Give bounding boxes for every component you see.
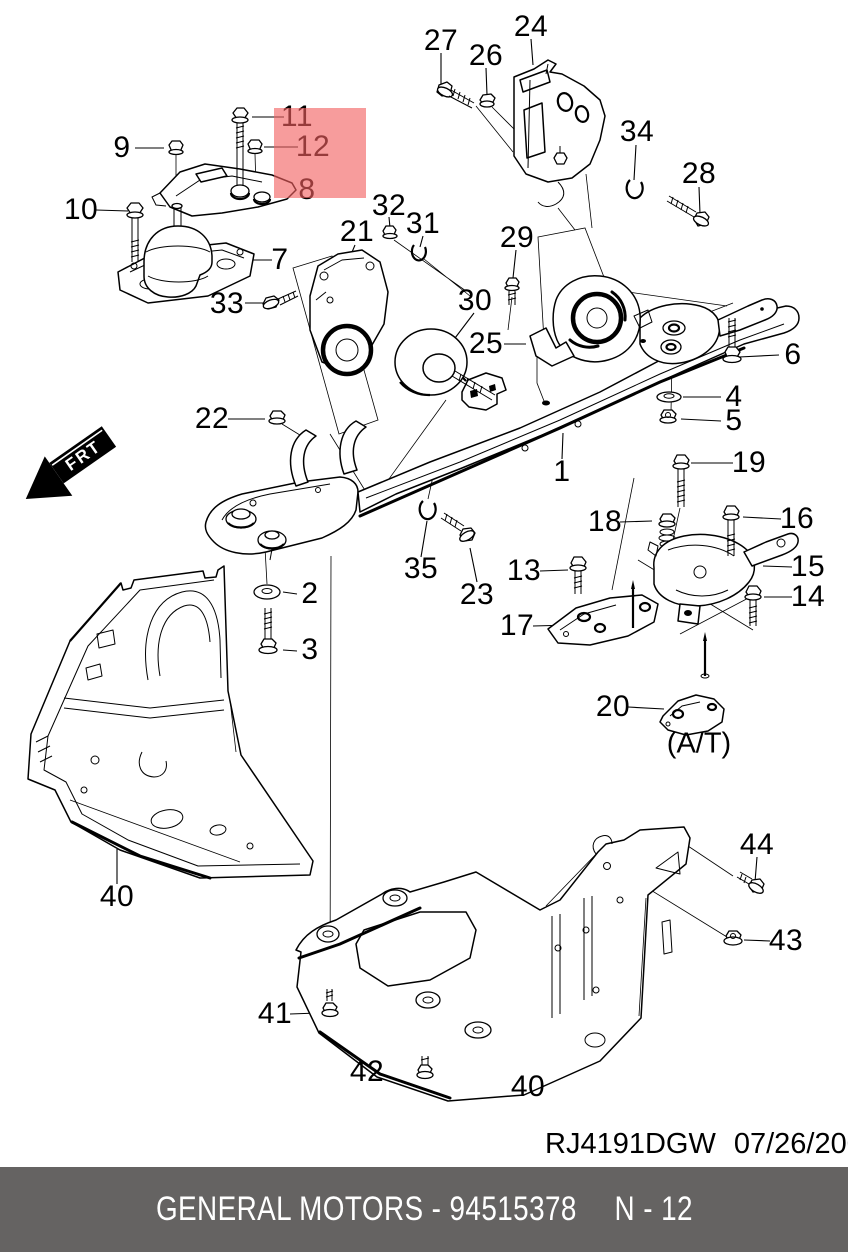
footer-title: GENERAL MOTORS - 94515378 [155,1190,577,1228]
transmission-mount-15 [647,532,799,625]
callout-29: 29 [499,221,535,254]
mount-bracket-17 [547,580,659,646]
callout-27: 27 [423,24,459,57]
callout-26: 26 [468,39,504,72]
bolt-44 [736,871,765,894]
callout-23: 23 [459,578,495,611]
transmission-mount-25 [529,275,653,367]
washer-35 [418,500,437,521]
crossmember-1 [204,298,800,561]
callout-7: 7 [271,243,289,276]
callout-28: 28 [681,157,717,190]
nut-26 [479,93,496,108]
callout-11: 11 [280,100,314,133]
doc-reference: RJ4191DGW 07/26/2006 [545,1128,848,1161]
callout-1: 1 [553,455,571,488]
callout-21: 21 [339,215,375,248]
nut-22 [268,410,286,425]
bolt-11 [231,107,249,186]
mount-bracket-21 [309,249,389,377]
nut-12 [247,139,263,155]
callout-22: 22 [194,402,230,435]
nut-32 [382,225,398,240]
bolt-19 [672,454,690,507]
splash-shield-left-40 [27,565,314,880]
callout-33: 33 [209,287,245,320]
washer-34 [625,179,644,200]
callout-20: 20 [595,690,631,723]
splash-shield-right-40 [295,826,691,1102]
bolt-16 [722,505,740,556]
bolt-33 [262,290,299,310]
bolt-29 [504,277,520,305]
callout-42: 42 [349,1055,385,1088]
callout-13: 13 [506,554,542,587]
frt-direction-arrow: FRT [25,426,117,499]
bolt-42 [416,1056,434,1080]
footer-bar: GENERAL MOTORS - 94515378 N - 12 [0,1167,848,1252]
callout-40-right: 40 [510,1070,546,1103]
callout-32: 32 [371,189,407,222]
callout-41: 41 [257,997,293,1030]
bolt-41 [321,989,339,1018]
washer-4 [656,391,682,403]
callout-2: 2 [301,577,319,610]
callout-9: 9 [113,131,131,164]
callout-8: 8 [298,173,316,206]
callout-18: 18 [587,505,623,538]
washer-2 [253,584,281,600]
callout-35: 35 [403,552,439,585]
at-mount-20 [659,632,725,736]
footer-page-number: N - 12 [614,1190,693,1228]
callout-24: 24 [513,10,549,43]
at-transmission-note: (A/T) [666,727,732,760]
callout-30: 30 [457,284,493,317]
bolt-28 [666,195,710,227]
callout-43: 43 [768,924,804,957]
callout-25: 25 [468,327,504,360]
nut-9 [168,140,184,156]
callout-10: 10 [63,193,99,226]
washer-31 [410,244,427,262]
callout-44: 44 [739,828,775,861]
callout-6: 6 [784,338,802,371]
bolt-6 [722,318,742,364]
callout-17: 17 [499,609,535,642]
bolt-23 [440,512,476,542]
callout-31: 31 [405,207,441,240]
callout-12: 12 [295,130,331,163]
bolt-27 [436,81,475,109]
bolt-14 [744,585,762,626]
callout-19: 19 [731,446,767,479]
damper-roller-30 [394,328,496,401]
engine-mount-bracket-8 [151,163,297,217]
callout-15: 15 [790,550,826,583]
callout-14: 14 [790,580,826,613]
bolt-3 [258,608,278,655]
callout-4: 4 [725,380,743,413]
callout-40-left: 40 [99,880,135,913]
bolt-13 [569,556,587,594]
nut-43 [723,930,743,946]
callout-3: 3 [301,633,319,666]
doc-date: 07/26/2006 [733,1128,848,1160]
engine-mount-7 [117,202,255,304]
bolt-10 [126,202,144,262]
doc-code: RJ4191DGW [545,1128,716,1160]
mount-bracket-24 [513,59,606,207]
callout-34: 34 [619,115,655,148]
nut-5 [659,409,677,424]
callout-5: 5 [725,404,743,437]
callout-16: 16 [779,502,815,535]
